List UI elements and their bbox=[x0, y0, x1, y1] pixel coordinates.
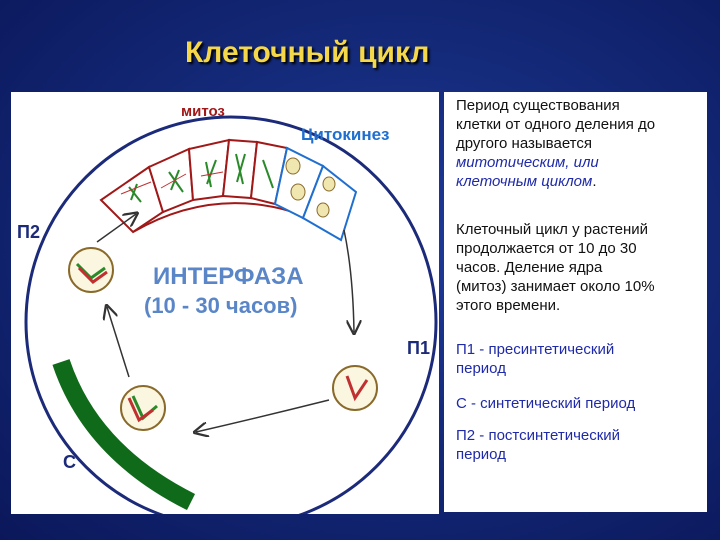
cell-s bbox=[120, 385, 166, 431]
g2-line: период bbox=[456, 446, 506, 463]
cell-p2 bbox=[68, 247, 114, 293]
duration-line: (митоз) занимает около 10% bbox=[456, 278, 655, 295]
definition-line: клетки от одного деления до bbox=[456, 116, 656, 133]
s-line: С - синтетический период bbox=[456, 395, 636, 412]
mitosis-label: митоз bbox=[181, 103, 225, 120]
g2-line: П2 - постсинтетический bbox=[456, 427, 621, 444]
p2-label: П2 bbox=[17, 222, 40, 242]
g1-description: П1 - пресинтетический период bbox=[456, 340, 706, 378]
arrow-p1-to-s bbox=[196, 399, 330, 432]
g2-description: П2 - постсинтетический период bbox=[456, 426, 706, 464]
definition-paragraph: Период существования клетки от одного де… bbox=[456, 96, 706, 191]
description-panel: Период существования клетки от одного де… bbox=[444, 92, 707, 512]
s-label: С bbox=[63, 452, 76, 472]
definition-line: клеточным циклом. bbox=[456, 172, 706, 191]
definition-term: митотическим, или bbox=[456, 154, 599, 171]
cytokinesis-label: Цитокинез bbox=[301, 125, 390, 144]
arrow-s-to-p2 bbox=[107, 307, 130, 378]
definition-period: . bbox=[592, 173, 597, 190]
definition-line: другого называется bbox=[456, 135, 592, 152]
g1-line: П1 - пресинтетический bbox=[456, 341, 615, 358]
slide-title: Клеточный цикл bbox=[185, 36, 430, 69]
s-phase-arc bbox=[52, 359, 196, 511]
mitosis-inner-arc bbox=[132, 202, 294, 233]
duration-line: этого времени. bbox=[456, 297, 561, 314]
duration-paragraph: Клеточный цикл у растений продолжается о… bbox=[456, 220, 706, 315]
interphase-duration: (10 - 30 часов) bbox=[144, 293, 297, 318]
s-description: С - синтетический период bbox=[456, 394, 706, 413]
cell-p1 bbox=[332, 365, 378, 411]
duration-line: продолжается от 10 до 30 bbox=[456, 240, 637, 257]
definition-line: Период существования bbox=[456, 97, 620, 114]
cell-cycle-diagram: митоз Цитокинез ИНТЕРФАЗА (10 - 30 часов… bbox=[17, 103, 438, 529]
duration-line: Клеточный цикл у растений bbox=[456, 221, 649, 238]
definition-term: клеточным циклом bbox=[456, 173, 593, 190]
cytokinesis-cells bbox=[273, 146, 358, 242]
arrow-mitosis-to-p1 bbox=[343, 229, 354, 332]
g1-line: период bbox=[456, 360, 506, 377]
arrow-p2-to-mitosis bbox=[96, 214, 136, 243]
p1-label: П1 bbox=[407, 338, 430, 358]
cell-cycle-diagram-panel: митоз Цитокинез ИНТЕРФАЗА (10 - 30 часов… bbox=[11, 92, 439, 529]
interphase-label: ИНТЕРФАЗА bbox=[153, 263, 304, 290]
duration-line: часов. Деление ядра bbox=[456, 259, 603, 276]
cytokinesis-cell-2 bbox=[301, 164, 358, 242]
